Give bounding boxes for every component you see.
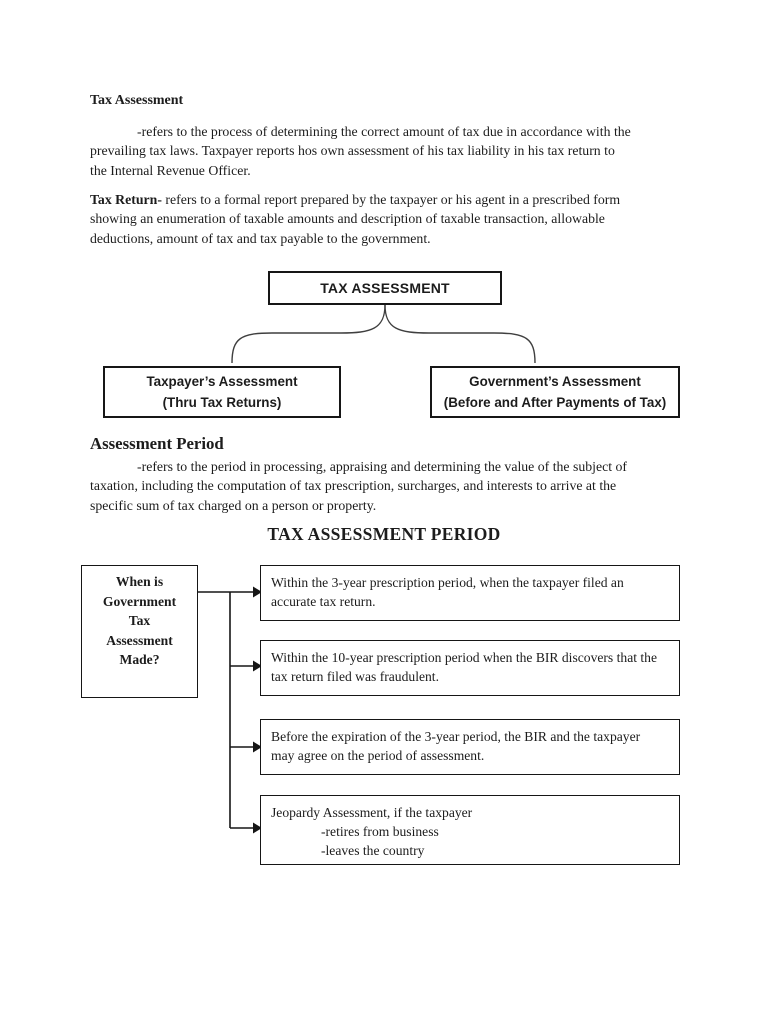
box-line: (Thru Tax Returns) [162, 395, 282, 410]
tax-return-bold-lead: Tax Return- [90, 192, 162, 207]
title-tax-assessment-period: TAX ASSESSMENT PERIOD [267, 524, 501, 544]
box-line: Jeopardy Assessment, if the taxpayer [271, 805, 473, 820]
box-label: TAX ASSESSMENT [320, 280, 450, 296]
box-line: Within the 10-year prescription period w… [271, 650, 658, 665]
connector-curve-left [231, 304, 386, 364]
paragraph-tax-return-definition: Tax Return- refers to a formal report pr… [90, 190, 620, 248]
paragraph-line: specific sum of tax charged on a person … [90, 497, 377, 513]
paragraph-line: showing an enumeration of taxable amount… [90, 211, 605, 227]
box-line: When is [115, 574, 164, 589]
connector-curve-right [384, 304, 536, 364]
box-line: Before the expiration of the 3-year peri… [271, 729, 641, 744]
box-governments-assessment: Government’s Assessment (Before and Afte… [430, 366, 680, 418]
box-line: -retires from business [321, 824, 439, 840]
box-line: tax return filed was fraudulent. [271, 669, 439, 685]
box-line: may agree on the period of assessment. [271, 748, 485, 764]
box-line: Tax [128, 613, 151, 629]
heading-tax-assessment: Tax Assessment [90, 93, 184, 108]
box-line: Within the 3-year prescription period, w… [271, 575, 624, 590]
box-line: Taxpayer’s Assessment [146, 374, 298, 389]
paragraph-line: deductions, amount of tax and tax payabl… [90, 230, 431, 246]
paragraph-tax-assessment-definition: -refers to the process of determining th… [90, 122, 631, 180]
paragraph-line: Tax Return- refers to a formal report pr… [90, 190, 620, 209]
heading-assessment-period: Assessment Period [90, 434, 224, 453]
paragraph-line-rest: refers to a formal report prepared by th… [161, 192, 621, 207]
box-line: Assessment [106, 632, 173, 648]
box-line: Made? [119, 652, 160, 668]
paragraph-line: prevailing tax laws. Taxpayer reports ho… [90, 143, 615, 159]
box-tax-assessment-root: TAX ASSESSMENT [268, 271, 502, 305]
paragraph-line: taxation, including the computation of t… [90, 478, 617, 494]
box-line: (Before and After Payments of Tax) [443, 395, 667, 410]
box-jeopardy-assessment: Jeopardy Assessment, if the taxpayer -re… [260, 795, 680, 865]
box-when-is-government-tax-assessment-made: When is Government Tax Assessment Made? [81, 565, 198, 698]
box-taxpayers-assessment: Taxpayer’s Assessment (Thru Tax Returns) [103, 366, 341, 418]
paragraph-assessment-period-definition: -refers to the period in processing, app… [90, 457, 627, 515]
paragraph-line: -refers to the period in processing, app… [137, 459, 628, 474]
paragraph-line: the Internal Revenue Officer. [90, 162, 251, 178]
box-10-year-prescription: Within the 10-year prescription period w… [260, 640, 680, 696]
paragraph-line: -refers to the process of determining th… [137, 124, 631, 139]
box-line: Government’s Assessment [469, 374, 641, 389]
box-line: Government [102, 593, 177, 609]
box-line: accurate tax return. [271, 594, 376, 610]
box-line: -leaves the country [321, 843, 425, 859]
box-agreement-on-period: Before the expiration of the 3-year peri… [260, 719, 680, 775]
box-3-year-prescription: Within the 3-year prescription period, w… [260, 565, 680, 621]
